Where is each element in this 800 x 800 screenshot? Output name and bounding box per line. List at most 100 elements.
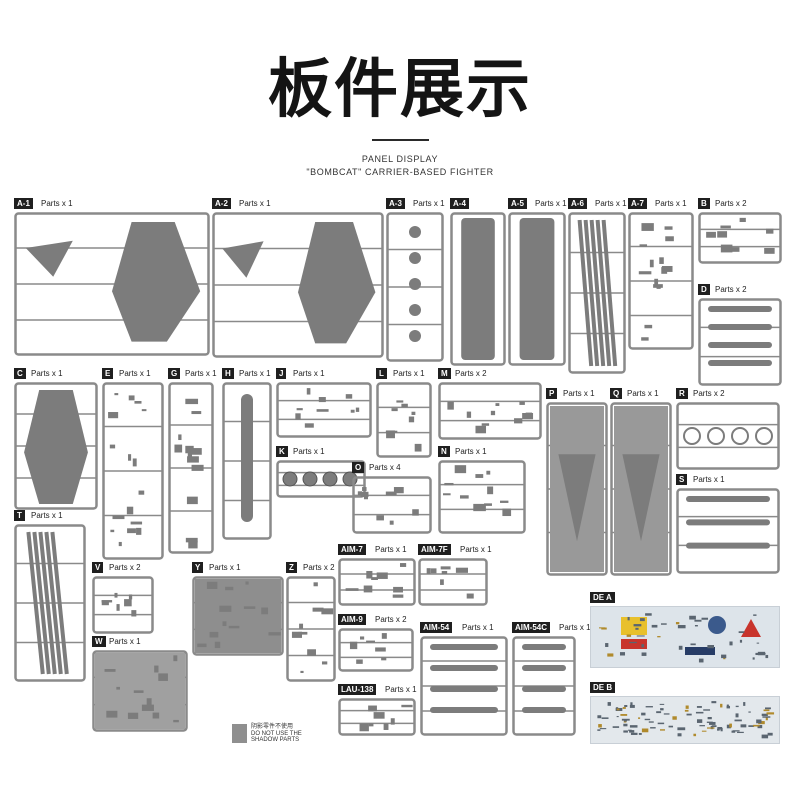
sprue-frame-a-7 [628, 212, 694, 350]
panel-label-t: T [14, 510, 25, 521]
panel-parts-count-aim-54c: Parts x 1 [559, 623, 591, 632]
panel-label-l: L [376, 368, 387, 379]
sprue-frame-aim-9 [338, 628, 414, 672]
panel-parts-count-t: Parts x 1 [31, 511, 63, 520]
sprue-frame-a-1 [14, 212, 210, 356]
panel-label-k: K [276, 446, 288, 457]
decal-sheet-b [590, 696, 780, 744]
panel-parts-count-aim-7f: Parts x 1 [460, 545, 492, 554]
sprue-frame-r [676, 402, 780, 470]
panel-parts-count-h: Parts x 1 [239, 369, 271, 378]
sprue-panel-y: Y Parts x 1 [192, 562, 284, 656]
panel-label-a-5: A-5 [508, 198, 527, 209]
sprue-panel-o: O Parts x 4 [352, 462, 432, 534]
panel-label-d: D [698, 284, 710, 295]
panel-label-a-7: A-7 [628, 198, 647, 209]
panel-parts-count-e: Parts x 1 [119, 369, 151, 378]
sprue-frame-c [14, 382, 98, 510]
panel-parts-count-a-6: Parts x 1 [595, 199, 627, 208]
panel-parts-count-q: Parts x 1 [627, 389, 659, 398]
panel-parts-count-v: Parts x 2 [109, 563, 141, 572]
sprue-panel-h: H Parts x 1 [222, 368, 272, 540]
sprue-frame-z [286, 576, 336, 682]
panel-label-lau-138: LAU-138 [338, 684, 377, 695]
sprue-frame-w [92, 650, 188, 732]
sprue-panel-de-a: DE A [590, 592, 780, 668]
sprue-frame-a-5 [508, 212, 566, 366]
sprue-panel-z: Z Parts x 2 [286, 562, 336, 682]
panel-parts-count-o: Parts x 4 [369, 463, 401, 472]
title-divider [372, 139, 429, 141]
sprue-frame-a-2 [212, 212, 384, 358]
panel-parts-count-z: Parts x 2 [303, 563, 335, 572]
shadow-note-chinese: 阴影零件不使用 [251, 724, 294, 730]
panel-label-a-4: A-4 [450, 198, 469, 209]
panel-parts-count-p: Parts x 1 [563, 389, 595, 398]
sprue-frame-n [438, 460, 526, 534]
panel-label-r: R [676, 388, 688, 399]
sprue-frame-v [92, 576, 154, 634]
sprue-panel-de-b: DE B [590, 682, 780, 744]
sprue-frame-h [222, 382, 272, 540]
sprue-frame-g [168, 382, 214, 554]
sprue-frame-b [698, 212, 782, 264]
panel-label-y: Y [192, 562, 204, 573]
sprue-panel-q: Q Parts x 1 [610, 388, 672, 576]
sprue-panel-k: K Parts x 1 [276, 446, 366, 498]
sprue-frame-t [14, 524, 86, 682]
sprue-frame-aim-54 [420, 636, 508, 736]
panel-label-a-3: A-3 [386, 198, 405, 209]
panel-label-aim-7f: AIM-7F [418, 544, 451, 555]
panel-label-o: O [352, 462, 365, 473]
panel-parts-count-k: Parts x 1 [293, 447, 325, 456]
panel-label-aim-9: AIM-9 [338, 614, 366, 625]
panel-parts-count-y: Parts x 1 [209, 563, 241, 572]
sprue-panel-lau-138: LAU-138 Parts x 1 [338, 684, 417, 736]
sprue-panel-a-4: A-4 [450, 198, 506, 366]
panel-label-n: N [438, 446, 450, 457]
panel-label-a-6: A-6 [568, 198, 587, 209]
panel-parts-count-lau-138: Parts x 1 [385, 685, 417, 694]
panel-label-b: B [698, 198, 710, 209]
panel-label-g: G [168, 368, 181, 379]
sprue-frame-lau-138 [338, 698, 416, 736]
panel-label-de-b: DE B [590, 682, 616, 693]
subtitle-fighter: "BOMBCAT" CARRIER-BASED FIGHTER [306, 167, 494, 177]
sprue-frame-k [276, 460, 366, 498]
sprue-frame-s [676, 488, 780, 574]
panel-parts-count-w: Parts x 1 [109, 637, 141, 646]
panel-parts-count-l: Parts x 1 [393, 369, 425, 378]
panel-label-q: Q [610, 388, 623, 399]
sprue-frame-p [546, 402, 608, 576]
panel-label-z: Z [286, 562, 297, 573]
sprue-frame-l [376, 382, 432, 458]
panel-label-aim-54c: AIM-54C [512, 622, 551, 633]
panel-label-c: C [14, 368, 26, 379]
panel-label-h: H [222, 368, 234, 379]
sprue-frame-aim-54c [512, 636, 576, 736]
panel-label-a-1: A-1 [14, 198, 33, 209]
sprue-panel-aim-7: AIM-7 Parts x 1 [338, 544, 416, 606]
subtitle-panel-display: PANEL DISPLAY [361, 154, 439, 164]
sprue-frame-y [192, 576, 284, 656]
sprue-frame-j [276, 382, 372, 438]
panel-parts-count-a-3: Parts x 1 [413, 199, 445, 208]
panel-label-aim-7: AIM-7 [338, 544, 366, 555]
panel-parts-count-aim-7: Parts x 1 [375, 545, 407, 554]
sprue-panel-a-6: A-6 Parts x 1 [568, 198, 627, 374]
sprue-panel-aim-7f: AIM-7F Parts x 1 [418, 544, 492, 606]
sprue-frame-a-3 [386, 212, 444, 362]
